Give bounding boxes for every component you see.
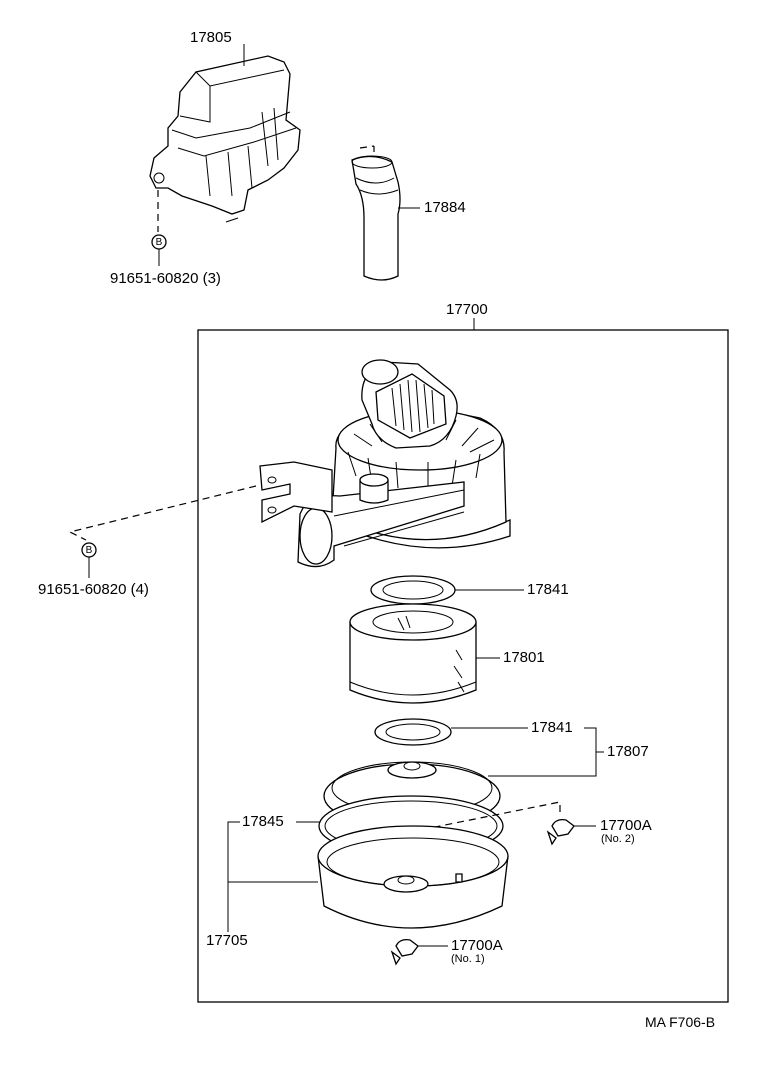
clamp-no1 bbox=[390, 938, 419, 966]
label-17801: 17801 bbox=[503, 649, 545, 666]
bolt-mid-letter: B bbox=[85, 545, 93, 556]
gasket-bottom bbox=[374, 718, 452, 746]
hose-part bbox=[351, 155, 401, 281]
diagram-code-footer: MA F706-B bbox=[645, 1014, 716, 1030]
label-17841-bottom: 17841 bbox=[531, 719, 573, 736]
label-17700A-no2-sub: (No. 2) bbox=[601, 833, 635, 845]
label-17700A-no1-sub: (No. 1) bbox=[451, 953, 485, 965]
label-17705: 17705 bbox=[206, 932, 248, 949]
filter-element bbox=[349, 603, 477, 704]
air-cleaner-body bbox=[259, 359, 511, 568]
label-17700A-no2: 17700A bbox=[600, 817, 652, 834]
label-17700: 17700 bbox=[446, 301, 488, 318]
label-bolt-mid: 91651-60820 (4) bbox=[38, 581, 149, 598]
label-17700A-no1: 17700A bbox=[451, 937, 503, 954]
label-17841-top: 17841 bbox=[527, 581, 569, 598]
bolt-top-letter: B bbox=[155, 237, 163, 248]
clamp-no2 bbox=[546, 818, 575, 846]
label-17845: 17845 bbox=[242, 813, 284, 830]
label-17807: 17807 bbox=[607, 743, 649, 760]
label-17805: 17805 bbox=[190, 29, 232, 46]
bolt-mid-dashed bbox=[68, 485, 257, 541]
bracket-17807 bbox=[488, 727, 604, 777]
assembly-box bbox=[197, 329, 729, 1003]
label-bolt-top: 91651-60820 (3) bbox=[110, 270, 221, 287]
gasket-top bbox=[370, 575, 456, 605]
resonator-part bbox=[149, 55, 301, 223]
lower-case bbox=[317, 825, 509, 929]
bracket-17705 bbox=[227, 821, 318, 932]
label-17884: 17884 bbox=[424, 199, 466, 216]
